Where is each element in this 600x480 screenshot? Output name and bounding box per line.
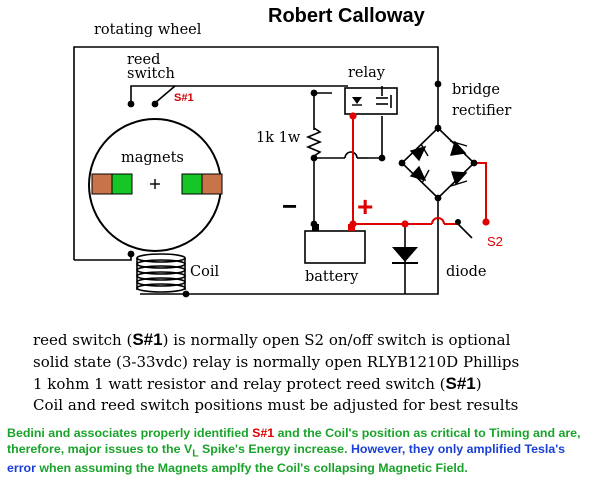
description-line-3: 1 kohm 1 watt resistor and relay protect…	[33, 374, 482, 393]
label-resistor: 1k 1w	[256, 130, 301, 146]
label-relay: relay	[348, 65, 386, 81]
label-bridge: bridge	[452, 82, 500, 98]
axle-icon	[150, 179, 160, 189]
description-line-2: solid state (3-33vdc) relay is normally …	[33, 353, 520, 371]
diode	[392, 247, 418, 264]
label-rotating-wheel: rotating wheel	[94, 22, 202, 38]
battery	[304, 224, 366, 264]
description-line-4: Coil and reed switch positions must be a…	[33, 396, 519, 414]
timing-note: Bedini and associates properly identifie…	[7, 426, 581, 476]
magnet-right	[181, 173, 223, 195]
label-battery: battery	[305, 269, 359, 285]
label-s2: S2	[487, 234, 503, 249]
bridge-rectifier	[409, 140, 468, 187]
label-magnets: magnets	[121, 150, 184, 166]
s2-switch-contact	[455, 219, 461, 225]
coil	[136, 253, 186, 293]
black-wiring	[73, 46, 476, 295]
rotating-wheel: magnets	[88, 118, 223, 252]
positive-wiring	[352, 116, 487, 225]
label-switch: switch	[127, 66, 175, 82]
s2-switch-lever	[457, 223, 473, 239]
label-diode: diode	[446, 264, 487, 280]
diagram-title: Robert Calloway	[268, 5, 426, 27]
label-coil: Coil	[190, 264, 219, 280]
battery-minus: −	[282, 191, 297, 221]
magnet-left	[91, 173, 133, 195]
description-line-1: reed switch (S#1) is normally open S2 on…	[33, 330, 511, 349]
resistor	[305, 127, 323, 157]
label-rectifier: rectifier	[452, 103, 511, 119]
relay-box	[344, 86, 398, 115]
label-s1: S#1	[174, 92, 194, 104]
label-reed: reed	[127, 52, 160, 68]
junction-nodes	[127, 80, 478, 298]
battery-plus: +	[357, 191, 373, 222]
